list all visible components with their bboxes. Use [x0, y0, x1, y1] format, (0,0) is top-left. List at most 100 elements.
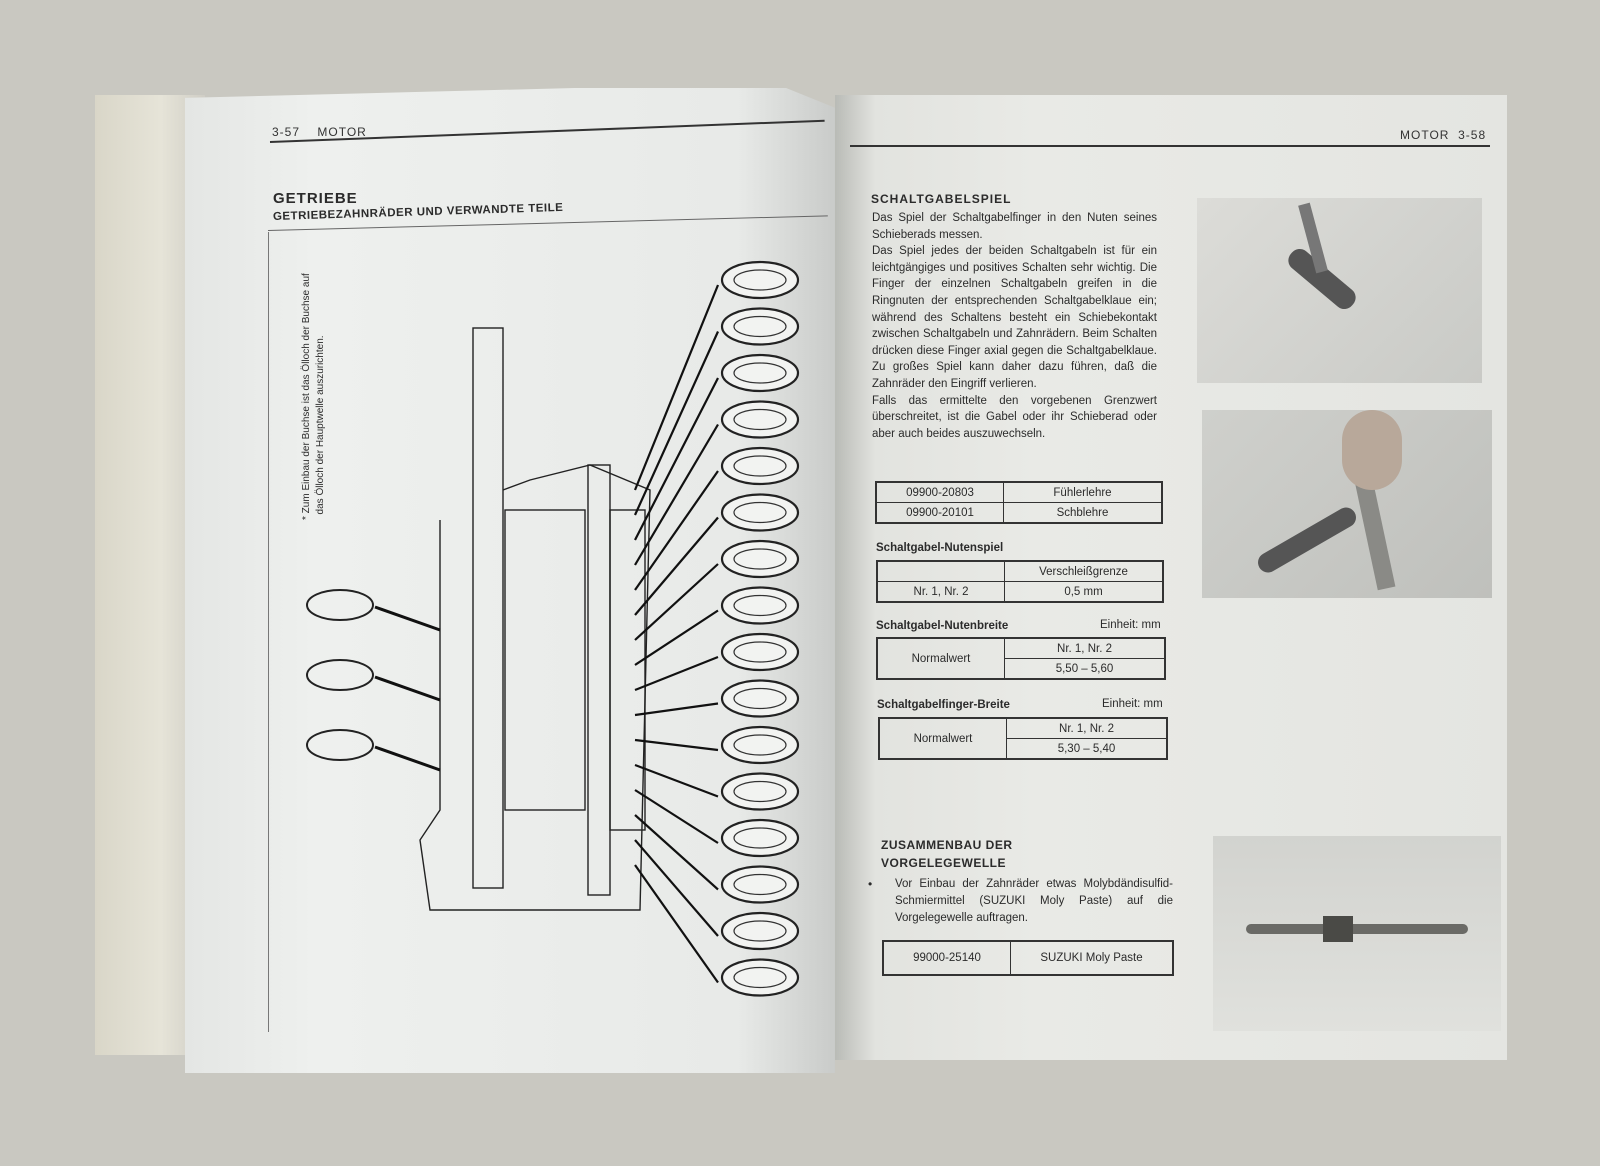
leader-line	[634, 839, 719, 937]
page-title: GETRIEBE	[273, 190, 358, 207]
part-ring-inner	[733, 780, 787, 803]
table-label: Schaltgabelfinger-Breite	[877, 699, 1010, 711]
left-page	[185, 88, 835, 1073]
part-ring-inner	[733, 594, 787, 617]
table-cell	[876, 560, 1005, 582]
part-ring-inner	[733, 408, 787, 431]
leader-line	[634, 738, 719, 752]
table-cell: Nr. 1, Nr. 2	[1006, 717, 1168, 739]
photo-caliper-measurement	[1202, 410, 1492, 598]
page-number: 3-57	[272, 125, 301, 139]
shift-fork-shape	[1254, 503, 1360, 577]
part-ring	[720, 958, 800, 997]
gear-cluster-right	[609, 509, 646, 831]
table-cell: 5,50 – 5,60	[1004, 658, 1166, 680]
part-ring-inner	[733, 966, 787, 989]
circlip	[306, 729, 374, 761]
part-ring-inner	[733, 315, 787, 338]
part-ring-inner	[733, 362, 787, 384]
header-rule-right	[850, 145, 1490, 147]
part-ring	[720, 493, 800, 532]
table-row: 5,30 – 5,40	[879, 738, 1168, 760]
body-text: Das Spiel der Schaltgabelfinger in den N…	[872, 210, 1157, 442]
photo-countershaft	[1213, 836, 1501, 1031]
part-ring-inner	[733, 734, 787, 756]
table-row: Verschleißgrenze	[876, 560, 1164, 582]
paragraph: Das Spiel jedes der beiden Schaltgabeln …	[872, 245, 1157, 390]
part-ring	[720, 818, 800, 858]
leader-line	[634, 864, 719, 984]
part-ring	[720, 679, 800, 718]
table-cell: Nr. 1, Nr. 2	[1004, 637, 1166, 659]
part-ring	[720, 539, 800, 579]
gearbox-housing	[419, 464, 651, 911]
leader-line	[633, 284, 720, 491]
table-cell: Fühlerlehre	[1003, 481, 1163, 503]
leader-line	[634, 655, 719, 692]
leader-line	[374, 745, 441, 772]
part-ring	[720, 632, 800, 672]
section-name: MOTOR	[317, 125, 367, 139]
part-ring	[720, 772, 800, 811]
table-cell: Nr. 1, Nr. 2	[876, 581, 1005, 603]
part-ring	[720, 865, 800, 904]
part-ring	[720, 586, 800, 625]
table-cell: 5,30 – 5,40	[1006, 738, 1168, 760]
leader-line	[634, 377, 719, 541]
leader-line	[634, 609, 719, 666]
transmission-exploded-diagram	[306, 260, 800, 997]
part-ring-inner	[733, 548, 787, 570]
part-ring-inner	[733, 920, 787, 942]
counter-shaft	[587, 464, 611, 896]
table-cell: Schblehre	[1003, 502, 1163, 524]
paragraph: Das Spiel der Schaltgabelfinger in den N…	[872, 212, 1157, 241]
main-shaft	[472, 327, 504, 889]
part-ring-inner	[733, 827, 787, 849]
part-ring	[720, 725, 800, 765]
table-row: 5,50 – 5,60	[877, 658, 1166, 680]
page-number: 3-58	[1458, 128, 1487, 142]
leader-line	[634, 470, 719, 591]
part-ring	[720, 446, 800, 486]
leader-line	[634, 789, 719, 844]
table-cell: Verschleißgrenze	[1004, 560, 1164, 582]
photo-shift-fork	[1197, 198, 1482, 383]
unit-label: Einheit: mm	[1102, 698, 1163, 710]
assembly-text: Vor Einbau der Zahnräder etwas Molybdänd…	[895, 878, 1173, 924]
circlip	[306, 659, 374, 691]
leader-line	[633, 331, 720, 516]
gear-cluster	[504, 509, 586, 811]
table-cell: 09900-20803	[875, 481, 1004, 503]
section-name: MOTOR	[1400, 128, 1450, 142]
part-ring-inner	[733, 501, 787, 524]
part-ring-inner	[733, 455, 787, 477]
countershaft-shape	[1246, 924, 1468, 934]
leader-line	[634, 516, 719, 616]
part-ring	[720, 353, 800, 393]
leader-line	[634, 423, 719, 566]
table-cell: Normalwert	[878, 717, 1007, 760]
table-cell: Normalwert	[876, 637, 1005, 680]
table-cell: 09900-20101	[875, 502, 1004, 524]
table-cell: 0,5 mm	[1004, 581, 1164, 603]
part-ring-inner	[733, 687, 787, 710]
bullet: •	[868, 877, 873, 891]
part-ring	[720, 260, 800, 300]
part-ring	[720, 307, 800, 346]
leader-line	[634, 563, 719, 641]
leader-line	[634, 763, 719, 798]
part-ring	[720, 911, 800, 951]
table-cell: SUZUKI Moly Paste	[1010, 940, 1174, 976]
hand-shape	[1342, 410, 1402, 490]
part-ring-inner	[733, 873, 787, 896]
part-ring	[720, 400, 800, 439]
assembly-heading: ZUSAMMENBAU DER VORGELEGEWELLE	[881, 836, 1013, 872]
